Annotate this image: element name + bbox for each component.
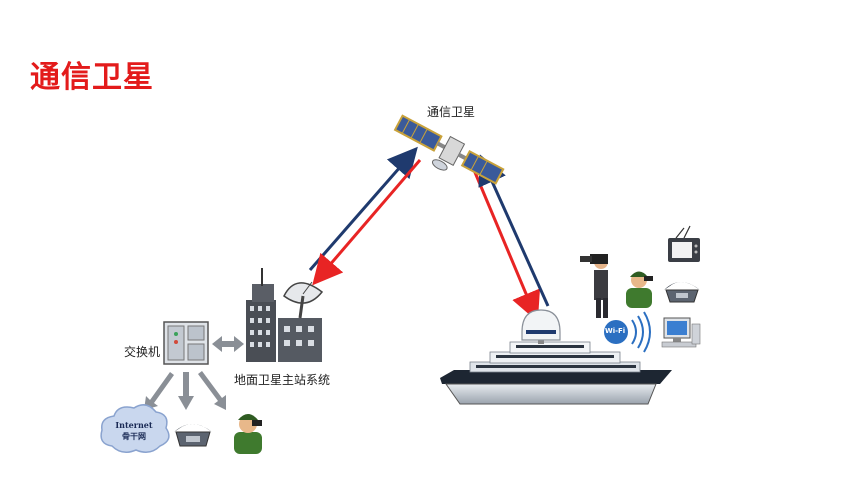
uplink-line-ship bbox=[472, 169, 541, 322]
computer-icon bbox=[661, 317, 701, 348]
ground-station-label: 地面卫星主站系统 bbox=[234, 373, 331, 387]
ship-icon bbox=[440, 309, 672, 405]
internet-label-line1: Internet bbox=[115, 420, 153, 430]
uplink-line-ground bbox=[312, 159, 422, 286]
internet-label-line2: 骨干网 bbox=[122, 431, 146, 441]
tv-icon bbox=[668, 225, 700, 262]
cameraman-icon bbox=[580, 254, 608, 318]
telephone-icon-ship bbox=[664, 282, 700, 303]
internet-label: Internet 骨干网 bbox=[108, 420, 160, 442]
ground-station-icon bbox=[246, 268, 324, 362]
wifi-icon bbox=[604, 311, 651, 353]
switch-cabinet-icon bbox=[163, 321, 209, 365]
downlink-line-ground bbox=[308, 146, 418, 271]
switch-station-arrow bbox=[212, 336, 244, 352]
page-title: 通信卫星 bbox=[30, 60, 154, 95]
wifi-label: Wi-Fi bbox=[605, 327, 626, 335]
downlink-line-ship bbox=[478, 154, 550, 307]
cloud-icon bbox=[100, 404, 170, 453]
satellite-icon bbox=[393, 114, 505, 185]
telephone-icon bbox=[174, 424, 212, 447]
soldier-icon bbox=[234, 414, 262, 454]
satellite-label: 通信卫星 bbox=[427, 105, 476, 119]
soldier-icon-ship bbox=[626, 271, 653, 308]
ground-satellite-link bbox=[308, 146, 422, 286]
switch-label: 交换机 bbox=[124, 345, 161, 359]
switch-down-arrows bbox=[144, 371, 226, 410]
satellite-ship-link bbox=[472, 154, 550, 322]
